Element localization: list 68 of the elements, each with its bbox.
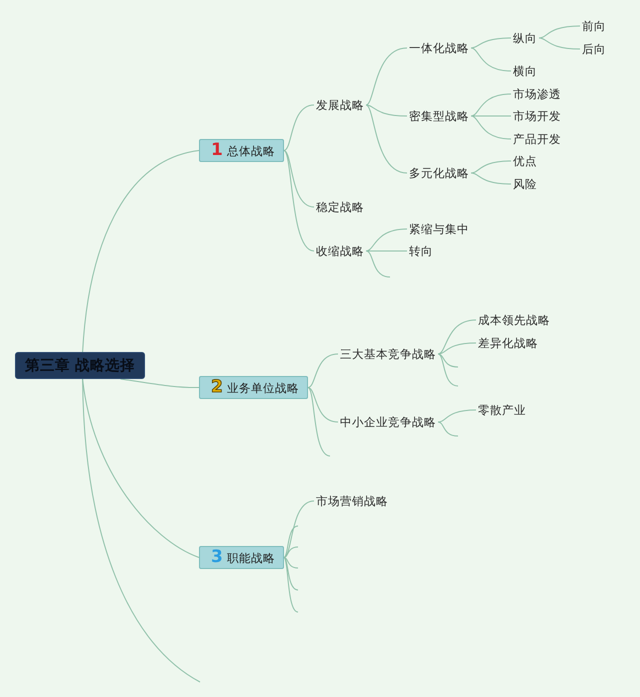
subtopic-label: 差异化战略 — [476, 336, 540, 350]
subtopic-label: 市场开发 — [511, 109, 563, 123]
branch-line — [438, 422, 458, 436]
subtopic-label: 收缩战略 — [314, 244, 366, 258]
branch-line — [470, 48, 512, 72]
branch-line — [283, 546, 298, 558]
branch-line — [283, 557, 298, 590]
branch-line — [366, 104, 408, 174]
branch-line — [366, 104, 408, 116]
subtopic-label: 优点 — [511, 154, 539, 168]
topic-number: 1 — [211, 141, 223, 160]
branch-line — [470, 172, 512, 184]
topic-label: 业务单位战略 — [226, 380, 299, 396]
branch-line — [438, 342, 476, 354]
subtopic-label: 市场渗透 — [511, 87, 563, 101]
topic-label: 职能战略 — [226, 550, 275, 566]
subtopic-label: 密集型战略 — [407, 109, 471, 123]
branch-line — [283, 557, 298, 568]
branch-line — [366, 250, 390, 278]
subtopic-label: 横向 — [511, 64, 539, 78]
branch-line — [438, 320, 476, 354]
subtopic-label: 后向 — [580, 42, 608, 56]
branch-line — [366, 228, 408, 252]
main-topic — [199, 546, 284, 569]
branch-line — [82, 150, 200, 352]
main-topic — [199, 376, 308, 399]
subtopic-label: 零散产业 — [476, 403, 528, 417]
branch-line — [307, 354, 338, 388]
branch-line — [82, 378, 200, 682]
branch-line — [366, 48, 408, 106]
branch-line — [366, 250, 408, 252]
subtopic-label: 稳定战略 — [314, 200, 366, 214]
branch-line — [283, 557, 298, 612]
subtopic-label: 一体化战略 — [407, 41, 471, 55]
branch-line — [307, 387, 330, 456]
branch-line — [283, 150, 314, 252]
branch-line — [470, 160, 512, 174]
topic-number: 3 — [211, 548, 223, 567]
subtopic-label: 风险 — [511, 177, 539, 191]
branch-line — [120, 378, 200, 388]
subtopic-label: 多元化战略 — [407, 166, 471, 180]
main-topic — [199, 139, 284, 162]
subtopic-label: 市场营销战略 — [314, 494, 390, 508]
subtopic-label: 中小企业竞争战略 — [338, 415, 438, 429]
branch-line — [283, 526, 298, 558]
branch-line — [470, 38, 512, 48]
branch-line — [283, 150, 314, 208]
subtopic-label: 三大基本竞争战略 — [338, 347, 438, 361]
branch-line — [283, 104, 314, 151]
subtopic-label: 发展战略 — [314, 98, 366, 112]
subtopic-label: 紧缩与集中 — [407, 222, 471, 236]
branch-line — [538, 38, 580, 50]
branch-line — [82, 378, 200, 558]
subtopic-label: 成本领先战略 — [476, 313, 552, 327]
branch-line — [470, 94, 512, 116]
central-topic: 第三章 战略选择 — [15, 352, 146, 379]
branch-line — [438, 354, 458, 386]
subtopic-label: 前向 — [580, 19, 608, 33]
topic-number: 2 — [211, 378, 223, 397]
subtopic-label: 产品开发 — [511, 132, 563, 146]
branch-line — [438, 354, 458, 368]
branch-line — [307, 387, 338, 422]
branch-line — [470, 116, 512, 140]
topic-label: 总体战略 — [226, 142, 275, 158]
branch-line — [538, 26, 580, 38]
branch-line — [438, 410, 476, 422]
subtopic-label: 纵向 — [511, 31, 539, 45]
subtopic-label: 转向 — [407, 244, 435, 258]
